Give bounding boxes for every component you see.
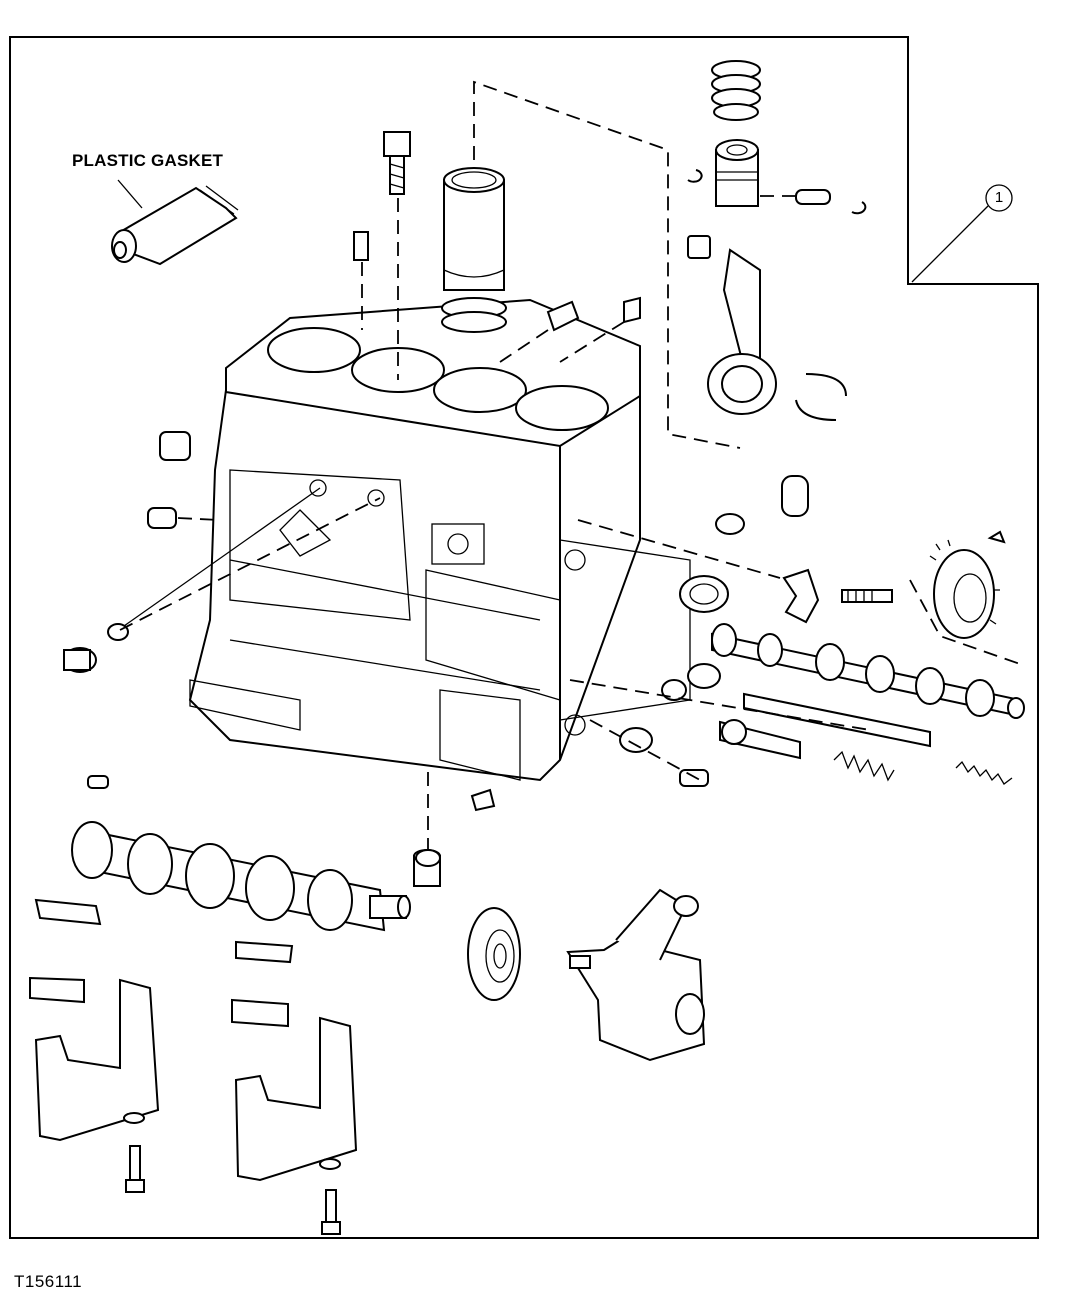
cylinder-liner bbox=[441, 167, 507, 333]
callout-1-marker bbox=[911, 184, 1013, 283]
connecting-rod bbox=[687, 235, 847, 421]
relief-valve bbox=[719, 692, 1013, 785]
crankshaft bbox=[71, 821, 411, 932]
piston-assembly bbox=[687, 60, 867, 215]
cylinder-block bbox=[188, 298, 691, 782]
main-bearing-cap-bolts bbox=[123, 1112, 341, 1235]
block-plugs-left bbox=[63, 431, 381, 789]
camshaft-gear bbox=[929, 530, 1006, 639]
cylinder-head-dowel bbox=[353, 131, 411, 380]
block-plugs-bottom bbox=[413, 770, 496, 887]
main-bearing-caps bbox=[34, 978, 358, 1182]
main-bearing-shells bbox=[29, 898, 294, 1028]
diagram-border bbox=[9, 36, 1039, 1239]
block-plugs-top bbox=[499, 296, 641, 363]
piston-guide-line bbox=[473, 80, 741, 449]
cam-followers bbox=[679, 475, 809, 613]
oil-pump bbox=[566, 888, 706, 1062]
camshaft-bushings bbox=[619, 663, 721, 787]
plastic-gasket-label: PLASTIC GASKET bbox=[72, 151, 224, 170]
crankshaft-gear bbox=[467, 907, 521, 1001]
camshaft bbox=[711, 623, 1025, 719]
camshaft-thrust-plate bbox=[782, 568, 893, 624]
figure-identifier: T156111 bbox=[14, 1272, 83, 1291]
plastic-gasket-tube bbox=[111, 179, 239, 266]
callout-1-number: 1 bbox=[994, 189, 1004, 206]
